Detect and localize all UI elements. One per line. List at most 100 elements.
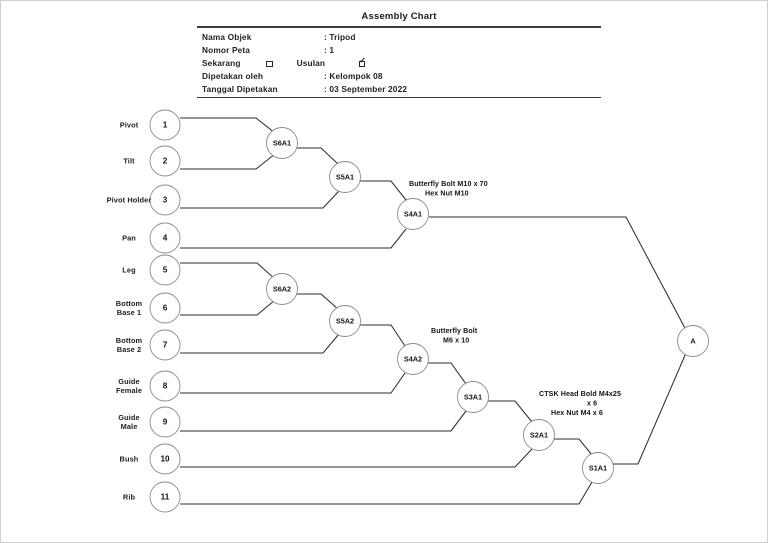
usulan-checkbox[interactable]: [358, 57, 366, 68]
assembly-label-s2a1: S2A1: [530, 431, 548, 440]
assembly-circle-s3a1: [457, 381, 489, 413]
connector-s5a2-to-s4a2: [360, 324, 406, 347]
part-number-7: 7: [163, 341, 168, 350]
assembly-label-s6a1: S6A1: [273, 139, 291, 148]
assembly-node-s5a1[interactable]: S5A1: [329, 161, 361, 193]
connector-s6a2-to-s5a2: [297, 293, 339, 310]
part-node-1[interactable]: 1 Pivot: [120, 109, 181, 141]
assembly-circle-s1a1: [582, 452, 614, 484]
part-label-5: Leg: [122, 266, 136, 275]
connector-7-to-s5a2: [180, 333, 340, 354]
part-label-8: Female: [116, 386, 142, 395]
connector-5-to-s6a2: [180, 262, 276, 280]
connector-10-to-s2a1: [180, 448, 533, 468]
annotation-line-s2a1-1: x 6: [587, 399, 597, 407]
part-circle-6: [149, 292, 181, 324]
annotation-line-s4a1-1: Hex Nut M10: [425, 189, 469, 197]
assembly-node-s6a1[interactable]: S6A1: [266, 127, 298, 159]
part-circle-4: [149, 222, 181, 254]
assembly-label-s4a1: S4A1: [404, 210, 422, 219]
part-node-4[interactable]: 4 Pan: [122, 222, 181, 254]
header-label-nama-objek: Nama Objek: [202, 31, 252, 42]
connector-s2a1-to-s1a1: [554, 438, 593, 456]
connector-s4a2-to-s3a1: [428, 362, 467, 385]
part-label-11: Rib: [123, 493, 136, 502]
header-value-nomor-peta: : 1: [324, 44, 335, 55]
connector-6-to-s6a2: [180, 299, 276, 316]
part-label-7: Base 2: [117, 345, 141, 354]
annotation-line-s2a1-2: Hex Nut M4 x 6: [551, 409, 603, 417]
assembly-node-s4a2[interactable]: S4A2: [397, 343, 429, 375]
part-number-4: 4: [163, 234, 168, 243]
part-circle-2: [149, 145, 181, 177]
annotation-line-s4a2-0: Butterfly Bolt: [431, 327, 478, 335]
header-value-tanggal-dipetakan: : 03 September 2022: [324, 84, 408, 95]
part-circle-1: [149, 109, 181, 141]
page-title: Assembly Chart: [361, 11, 437, 22]
header-label-tanggal-dipetakan: Tanggal Dipetakan: [202, 84, 278, 95]
assembly-node-s4a1[interactable]: S4A1: [397, 198, 429, 230]
assembly-node-s6a2[interactable]: S6A2: [266, 273, 298, 305]
annotation-line-s4a2-1: M6 x 10: [443, 336, 469, 344]
part-label-9: Male: [121, 422, 138, 431]
part-number-2: 2: [163, 157, 168, 166]
connector-lines-group: [180, 117, 687, 505]
sekarang-checkbox[interactable]: [266, 60, 273, 68]
assembly-label-a: A: [690, 337, 696, 346]
connector-s6a1-to-s5a1: [297, 147, 339, 165]
part-label-7: Bottom: [116, 336, 143, 345]
assembly-label-s5a2: S5A2: [336, 317, 354, 326]
assembly-node-s2a1[interactable]: S2A1: [523, 419, 555, 451]
part-node-11[interactable]: 11 Rib: [123, 481, 181, 513]
assembly-label-s5a1: S5A1: [336, 173, 354, 182]
connector-11-to-s1a1: [180, 481, 593, 505]
assembly-node-s1a1[interactable]: S1A1: [582, 452, 614, 484]
part-node-2[interactable]: 2 Tilt: [123, 145, 181, 177]
part-number-10: 10: [160, 455, 170, 464]
connector-s5a1-to-s4a1: [360, 180, 407, 201]
part-label-1: Pivot: [120, 121, 139, 130]
assembly-node-a[interactable]: A: [677, 325, 709, 357]
part-number-11: 11: [161, 493, 170, 502]
part-number-1: 1: [163, 121, 168, 130]
header-label-usulan: Usulan: [296, 57, 326, 68]
header-row-dipetakan-oleh: Dipetakan oleh : Kelompok 08: [197, 70, 601, 83]
part-label-6: Base 1: [117, 308, 141, 317]
part-label-9: Guide: [118, 413, 139, 422]
header-row-state: Sekarang Usulan: [197, 56, 601, 69]
connector-8-to-s4a2: [180, 372, 406, 394]
connector-s1a1-to-a: [613, 352, 687, 465]
annotation-line-s4a1-0: Butterfly Bolt M10 x 70: [409, 180, 488, 188]
assembly-circle-s5a2: [329, 305, 361, 337]
header-value-nama-objek: : Tripod: [324, 31, 356, 42]
assembly-circle-s5a1: [329, 161, 361, 193]
part-label-3: Pivot Holder: [107, 196, 152, 205]
assembly-circle-s4a1: [397, 198, 429, 230]
header-row-nomor-peta: Nomor Peta : 1: [197, 43, 601, 56]
connector-9-to-s3a1: [180, 410, 467, 432]
part-circle-9: [149, 406, 181, 438]
part-label-2: Tilt: [123, 157, 135, 166]
header-row-nama-objek: Nama Objek : Tripod: [197, 30, 601, 43]
part-circle-11: [149, 481, 181, 513]
assembly-circle-s2a1: [523, 419, 555, 451]
assembly-circle-s6a1: [266, 127, 298, 159]
header-label-sekarang: Sekarang: [202, 57, 241, 68]
connector-s4a1-to-a: [429, 216, 687, 331]
assembly-node-s3a1[interactable]: S3A1: [457, 381, 489, 413]
part-label-4: Pan: [122, 234, 136, 243]
assembly-node-s5a2[interactable]: S5A2: [329, 305, 361, 337]
